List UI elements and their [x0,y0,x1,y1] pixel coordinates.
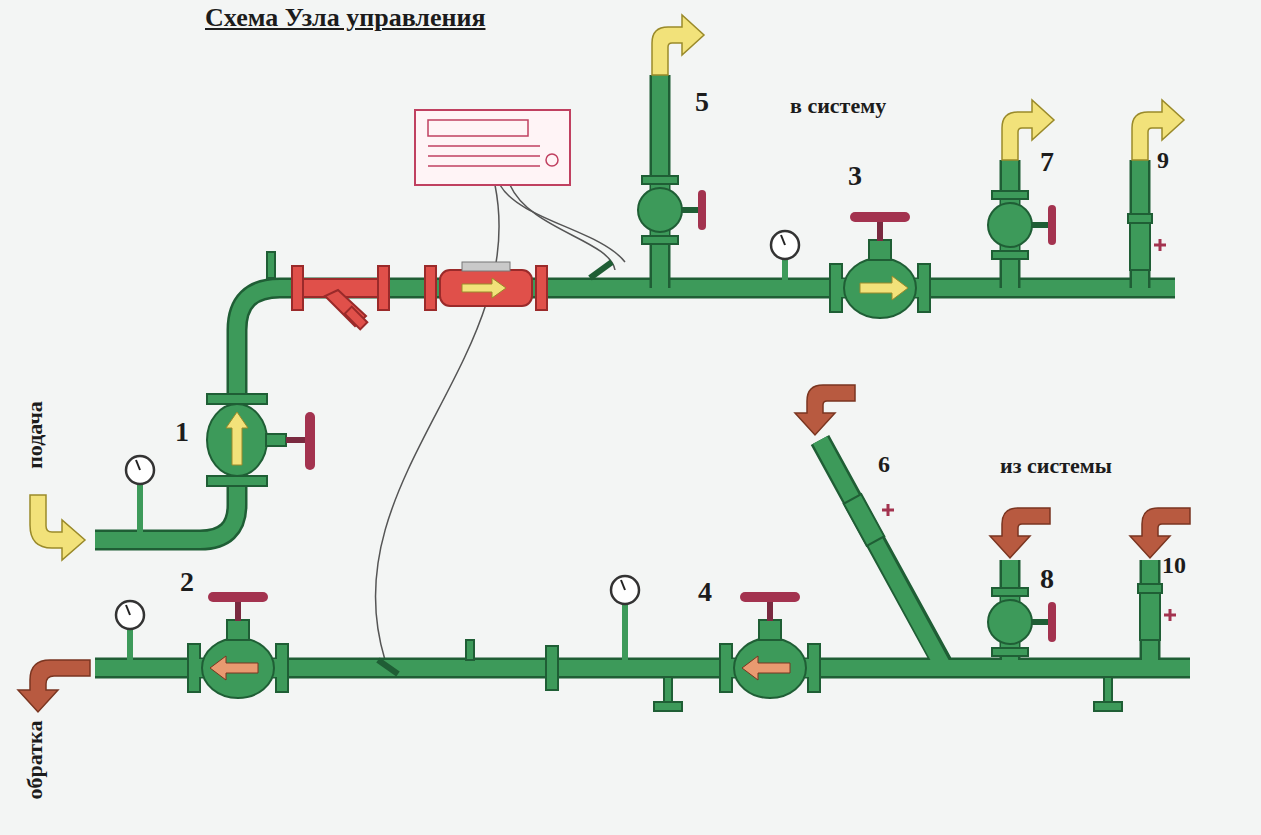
gate-valves [210,656,258,680]
filter-and-meter [536,266,547,310]
pressure-gauges [611,576,639,604]
drain-valves [844,494,885,546]
valve-1 [207,476,267,486]
heat-calculator [546,154,558,166]
supply-pipe [660,75,1140,290]
callout-number: 10 [1162,553,1186,577]
valve-1 [207,404,267,476]
drain-valves [638,176,1176,656]
filter-and-meter [378,266,389,310]
pressure-gauges [116,601,144,629]
sensor-wire [375,185,499,660]
valve-1 [305,412,315,470]
pipe-stubs [267,252,275,278]
flow-arrows [1130,508,1190,558]
heat-calculator [428,120,528,136]
pressure-gauges [127,629,133,663]
filter-and-meter [425,266,436,310]
flow-arrows [652,15,704,75]
flow-arrows [30,495,85,560]
supply-pipe [660,75,1140,288]
pipe-stubs [546,646,558,690]
filter-and-meter [345,307,368,330]
return-pipe [95,440,1190,668]
callout-number: 1 [175,418,189,446]
sensor-wire [500,185,625,262]
pipe-stubs [1104,677,1112,703]
filter-and-meter [462,278,506,298]
pipe-stubs [654,702,682,711]
heat-calculator [428,145,540,147]
pressure-gauges [137,484,143,535]
gate-valves [860,276,908,300]
drain-valves [988,588,1056,656]
valve-1 [286,437,308,443]
flow-arrows [990,508,1050,558]
pipe-stubs [664,677,672,703]
callout-number: 2 [180,568,194,596]
flow-label: обратка [24,721,46,800]
heat-calculator [428,155,540,157]
supply-pipe [95,288,1175,540]
flow-arrows [795,385,855,435]
callout-number: 7 [1040,148,1054,176]
heat-calculator [415,110,570,185]
pressure-gauges [126,456,154,484]
flow-label: из системы [1000,455,1112,477]
pressure-gauges [782,259,788,283]
callout-number: 5 [695,88,709,116]
flow-arrows [18,15,1190,712]
valve-1 [207,394,267,404]
sensor-wire [510,185,615,270]
supply-pipe [95,288,1175,540]
pressure-gauges [116,231,799,663]
heat-calculator [428,165,540,167]
gate-valves [830,212,930,318]
title: Схема Узла управления [205,4,485,33]
return-pipe [95,440,1190,670]
drain-valves [638,176,706,244]
pipe-stubs [1094,702,1122,711]
gate-valves [188,212,930,698]
drain-valves [887,504,890,516]
callout-number: 8 [1040,565,1054,593]
gate-valves [742,656,790,680]
valve-1 [207,394,315,486]
filter-and-meter [292,262,547,329]
return-pipe [95,440,1190,670]
filter-and-meter [462,262,510,271]
pressure-gauges [771,231,799,259]
callout-number: 6 [878,452,890,476]
drain-valves [1138,584,1176,640]
pipe-stubs [466,640,474,660]
filter-and-meter [292,266,303,310]
gate-valves [188,592,288,698]
gate-valves [720,592,820,698]
flow-arrows [18,660,90,712]
flow-label: в систему [790,95,886,117]
valve-1 [226,412,248,465]
drain-valves [988,191,1056,259]
pipe-stubs [590,262,612,278]
pipe-stubs [267,252,1122,711]
pressure-gauges [622,604,628,663]
callout-number: 3 [848,162,862,190]
callout-number: 9 [1157,148,1169,172]
pipe-stubs [378,660,398,674]
flow-label: подача [24,401,46,469]
drain-valves [1128,214,1166,270]
supply-pipe [95,75,1175,540]
heat-calculator [415,110,570,185]
valve-1 [266,434,286,446]
sensor-wire [375,185,625,660]
drain-valves [844,494,885,546]
filter-and-meter [440,270,532,306]
callout-number: 4 [698,578,712,606]
